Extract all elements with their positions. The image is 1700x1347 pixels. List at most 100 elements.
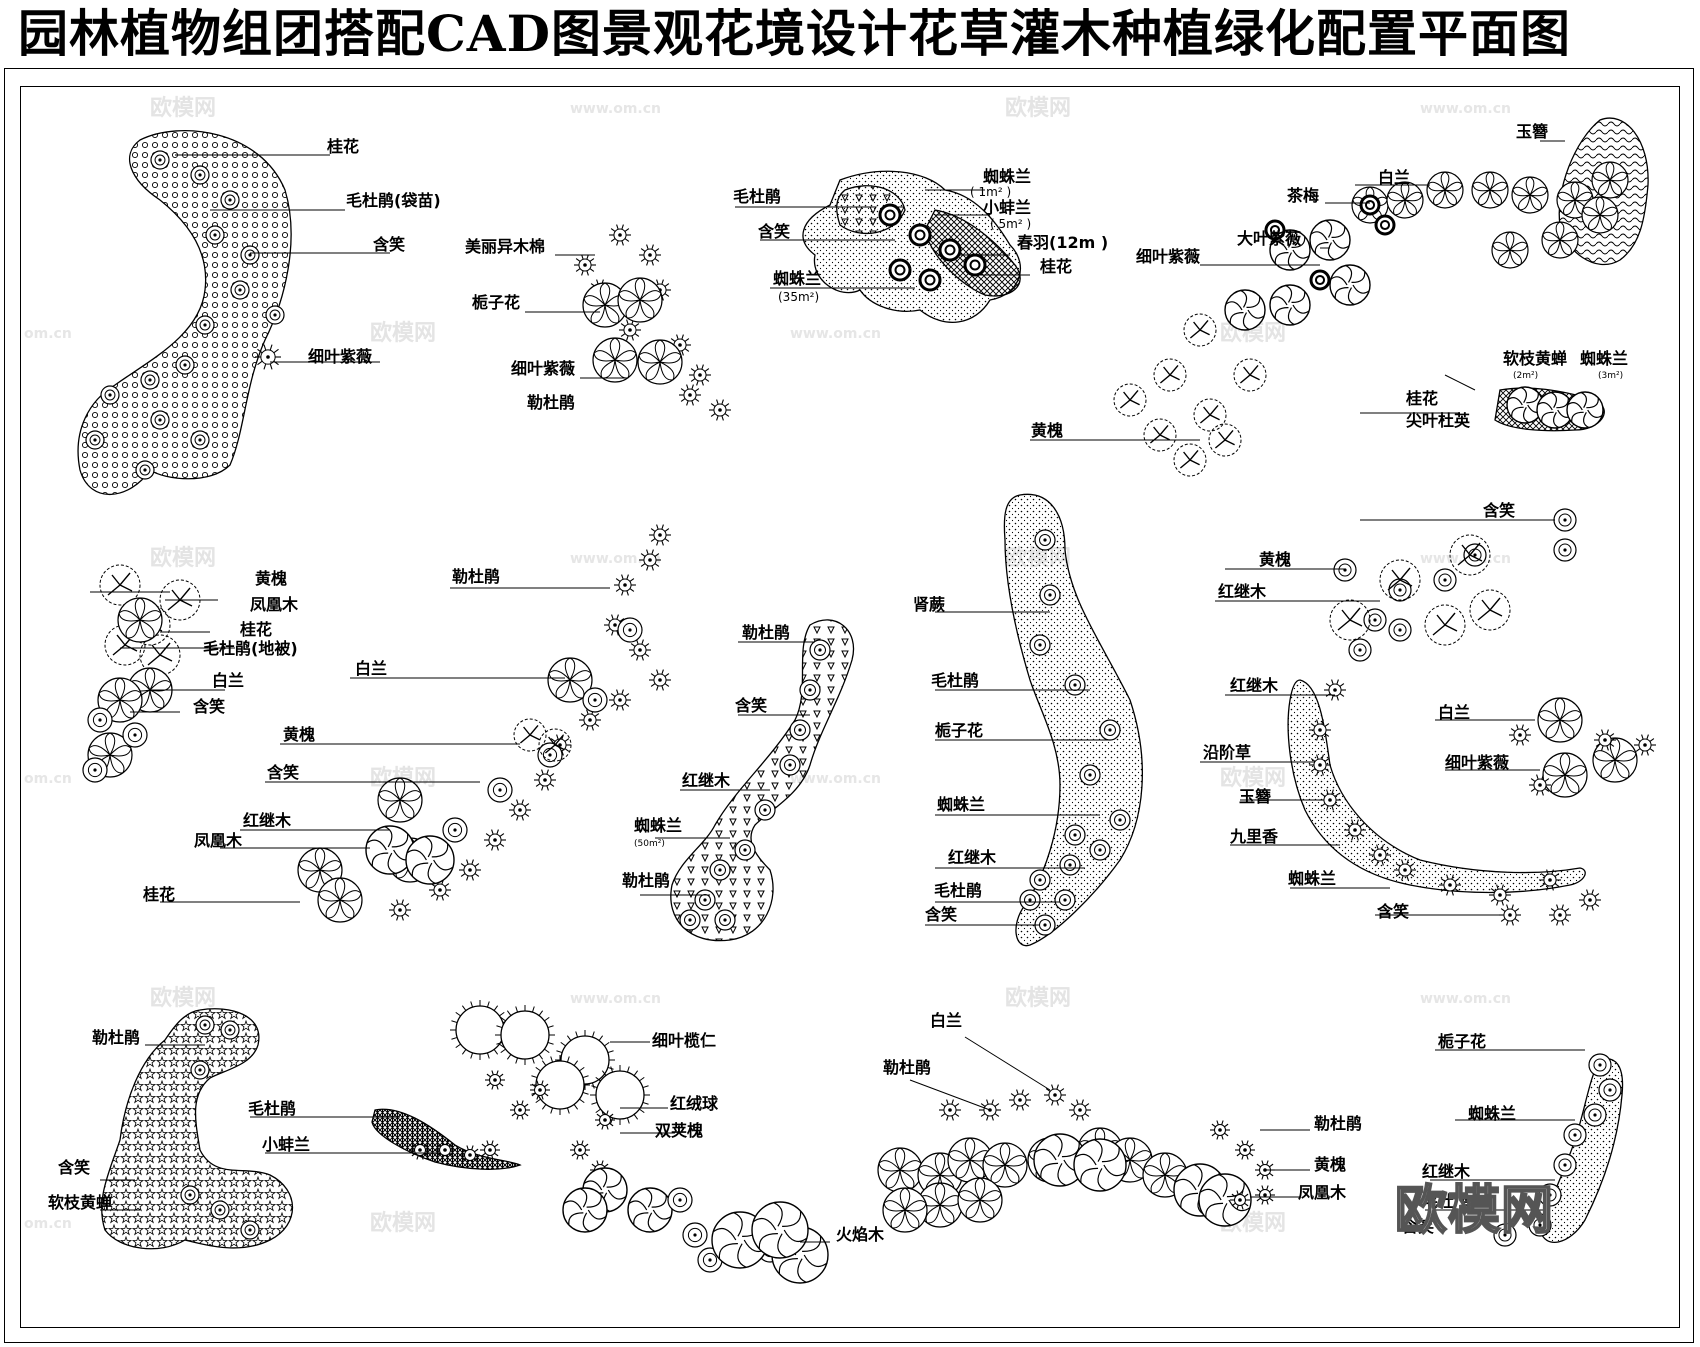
tree-symbol: [538, 728, 572, 762]
label-g7-2: 含笑: [735, 696, 767, 715]
shrub-symbol: [938, 238, 962, 262]
shrub-symbol: [1439, 874, 1461, 896]
tree-symbol: [1581, 196, 1619, 234]
label-g10-7: 蜘蛛兰: [1288, 869, 1336, 888]
label-g14-5: 凤凰木: [1298, 1183, 1347, 1202]
shrub-symbol: [1099, 719, 1121, 741]
plant-labels: 桂花 毛杜鹃(袋苗) 含笑 细叶紫薇 美丽异木棉 栀子花 细叶紫薇 勒杜鹃 毛杜…: [48, 122, 1628, 1244]
label-g4-5: 细叶紫薇: [1136, 247, 1200, 266]
tree-symbol: [1379, 559, 1421, 601]
shrub-symbol: [1539, 869, 1561, 891]
tree-symbol: [1183, 313, 1217, 347]
label-g4-11: 尖叶杜英: [1406, 411, 1471, 430]
shrub-symbol: [667, 1187, 693, 1213]
tree-symbol: [1208, 423, 1242, 457]
label-g15-5: 含笑: [1402, 1217, 1434, 1236]
label-g8-4: 蜘蛛兰: [937, 795, 985, 814]
shrub-symbol: [190, 430, 210, 450]
shrub-symbol: [1079, 764, 1101, 786]
shrub-symbol: [87, 707, 113, 733]
tree-symbol: [513, 718, 547, 752]
shrub-symbol: [429, 879, 451, 901]
shrub-symbol: [809, 639, 831, 661]
label-g1-4: 细叶紫薇: [308, 347, 372, 366]
tree-symbol: [1193, 398, 1227, 432]
tree-symbol: [590, 1065, 650, 1125]
shrub-symbol: [579, 709, 601, 731]
label-g9-1: 含笑: [1483, 501, 1515, 520]
tree-symbol: [530, 1055, 590, 1115]
shrub-symbol: [1598, 1078, 1622, 1102]
tree-symbol: [1033, 1133, 1087, 1187]
shrub-symbol: [435, 1140, 455, 1160]
tree-symbol: [877, 1147, 923, 1193]
label-g11-3: 软枝黄蝉: [48, 1193, 112, 1212]
watermark-url: om.cn: [24, 1216, 72, 1232]
shrub-symbol: [1553, 538, 1577, 562]
shrub-symbol: [679, 384, 701, 406]
shrub-symbol: [1029, 634, 1051, 656]
tree-symbol: [495, 1005, 555, 1065]
shrub-symbol: [210, 1200, 230, 1220]
shrub-symbol: [689, 364, 711, 386]
shrub-symbol: [220, 1020, 240, 1040]
watermark-url: www.om.cn: [570, 551, 661, 567]
shrub-symbol: [1344, 819, 1366, 841]
shrub-symbol: [1394, 859, 1416, 881]
label-g12-2: 小蚌兰: [262, 1135, 310, 1154]
label-g2-1: 美丽异木棉: [465, 237, 545, 256]
label-g4-6: 软枝黄蝉: [1503, 349, 1567, 368]
shrub-symbol: [135, 460, 155, 480]
watermark-text: 欧模网: [370, 1210, 436, 1236]
label-g5-2: 凤凰木: [250, 595, 299, 614]
label-g4-7: 蜘蛛兰: [1580, 349, 1628, 368]
shrub-symbol: [582, 687, 608, 713]
tree-symbol: [1329, 599, 1371, 641]
label-g15-1: 栀子花: [1438, 1032, 1486, 1051]
label-g5-4: 毛杜鹃(地被): [203, 639, 298, 658]
shrub-symbol: [1069, 1099, 1091, 1121]
watermark-url: www.om.cn: [1420, 101, 1511, 117]
shrub-symbol: [1109, 809, 1131, 831]
tree-symbol: [1542, 752, 1588, 798]
watermark-text: 欧模网: [1220, 765, 1286, 791]
shrub-symbol: [1388, 578, 1412, 602]
label-g3-2: 含笑: [758, 222, 790, 241]
page-title: 园林植物组团搭配CAD图景观花境设计花草灌木种植绿化配置平面图: [18, 4, 1571, 63]
shrub-symbol: [1044, 1084, 1066, 1106]
shrub-symbol: [799, 679, 821, 701]
watermark-logo: 欧模网: [1394, 1180, 1555, 1242]
shrub-symbol: [1019, 889, 1041, 911]
label-g1-3: 含笑: [373, 235, 405, 254]
watermark-text: 欧模网: [150, 985, 216, 1011]
shrub-symbol: [639, 244, 661, 266]
tree-symbol: [1329, 264, 1371, 306]
label-g10-2: 白兰: [1438, 703, 1470, 722]
tree-symbol: [1592, 737, 1638, 783]
tree-symbol: [1424, 604, 1466, 646]
shrub-symbol: [1309, 719, 1331, 741]
shrub-symbol: [240, 1220, 260, 1240]
outer-frame: [4, 68, 1694, 1343]
label-g4-9: (3m²): [1598, 371, 1623, 381]
shrub-symbol: [1089, 839, 1111, 861]
shrub-symbol: [190, 165, 210, 185]
label-g3-8: ( 5m² ): [990, 217, 1031, 231]
shrub-symbol: [175, 355, 195, 375]
bed-g12-leaf: [371, 1108, 522, 1170]
shrub-symbol: [485, 1070, 505, 1090]
label-g10-8: 含笑: [1377, 902, 1409, 921]
label-g6-3: 黄槐: [283, 725, 315, 744]
tree-symbol: [450, 1000, 510, 1060]
label-g4-12: 黄槐: [1031, 421, 1063, 440]
watermark-url: www.om.cn: [790, 326, 881, 342]
label-g10-6: 九里香: [1229, 827, 1279, 846]
shrub-symbol: [789, 719, 811, 741]
shrub-symbol: [629, 639, 651, 661]
shrub-symbol: [682, 1222, 708, 1248]
shrub-symbol: [614, 574, 636, 596]
label-g6-5: 红继木: [243, 811, 292, 830]
tree-symbol: [405, 835, 455, 885]
label-g3-7: 小蚌兰: [983, 198, 1031, 217]
